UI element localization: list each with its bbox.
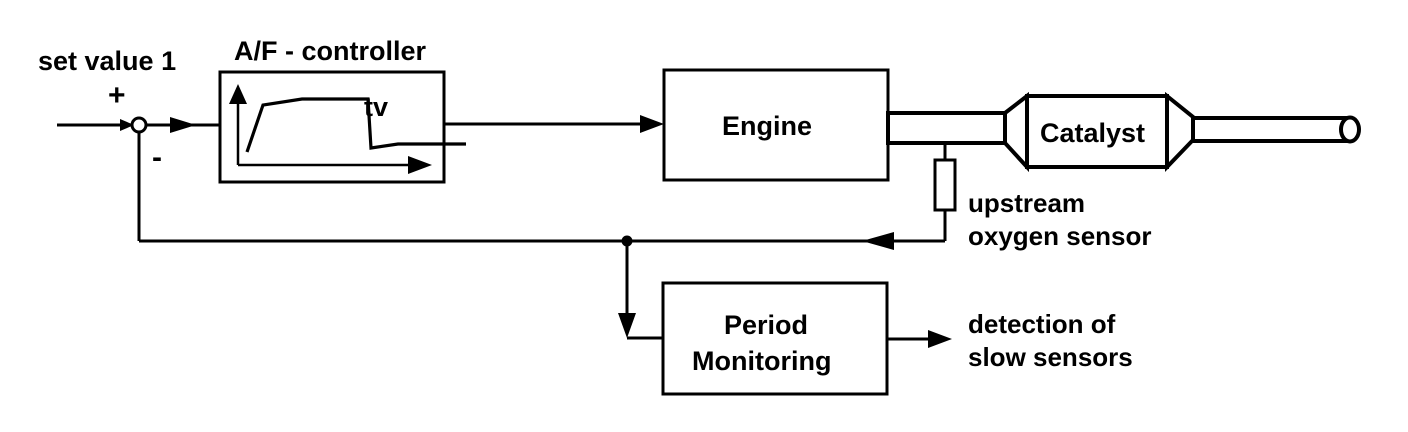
controller-block[interactable]	[218, 70, 446, 184]
catalyst-inlet-cone	[1003, 91, 1029, 173]
tailpipe	[1193, 115, 1361, 144]
period-monitoring-output-wire	[887, 330, 952, 348]
detection-label-line1: detection of	[968, 309, 1116, 339]
tailpipe-opening	[1339, 115, 1361, 144]
engine-input-arrowhead	[640, 115, 664, 133]
minus-sign-label: -	[152, 141, 162, 174]
controller-plot	[229, 84, 466, 174]
oxygen-sensor-body[interactable]	[933, 158, 957, 212]
error-signal-wire	[146, 117, 220, 133]
feedback-path	[137, 132, 945, 250]
detection-label-line2: slow sensors	[968, 342, 1133, 372]
controller-to-engine-wire	[444, 115, 664, 133]
pm-input-arrowhead	[618, 313, 636, 338]
controller-title-label: A/F - controller	[234, 36, 426, 66]
tap-to-period-monitoring-wire	[618, 241, 663, 340]
set-value-label: set value 1	[38, 46, 176, 76]
engine-label: Engine	[722, 111, 812, 141]
upstream-sensor-label-line2: oxygen sensor	[968, 221, 1152, 251]
feedback-arrowhead	[862, 232, 894, 250]
plot-y-axis-arrowhead	[229, 84, 247, 104]
controller-inner-label: tv	[364, 92, 388, 122]
plot-x-axis-arrowhead	[408, 156, 432, 174]
summing-junction	[130, 116, 148, 134]
period-monitoring-block[interactable]	[661, 281, 889, 396]
catalyst-label: Catalyst	[1040, 118, 1145, 148]
exhaust-pipe	[886, 111, 1007, 145]
tv-waveform-trace	[245, 97, 466, 153]
oxygen-sensor-assembly	[933, 143, 957, 241]
period-monitoring-label-line1: Period	[724, 310, 808, 340]
error-arrowhead	[170, 117, 196, 133]
plus-sign-label: +	[108, 79, 126, 112]
catalyst-outlet-cone	[1165, 91, 1195, 172]
engine-block[interactable]	[662, 68, 890, 182]
upstream-sensor-label-line1: upstream	[968, 188, 1085, 218]
period-monitoring-label-line2: Monitoring	[692, 346, 831, 376]
pm-output-arrowhead	[928, 330, 952, 348]
